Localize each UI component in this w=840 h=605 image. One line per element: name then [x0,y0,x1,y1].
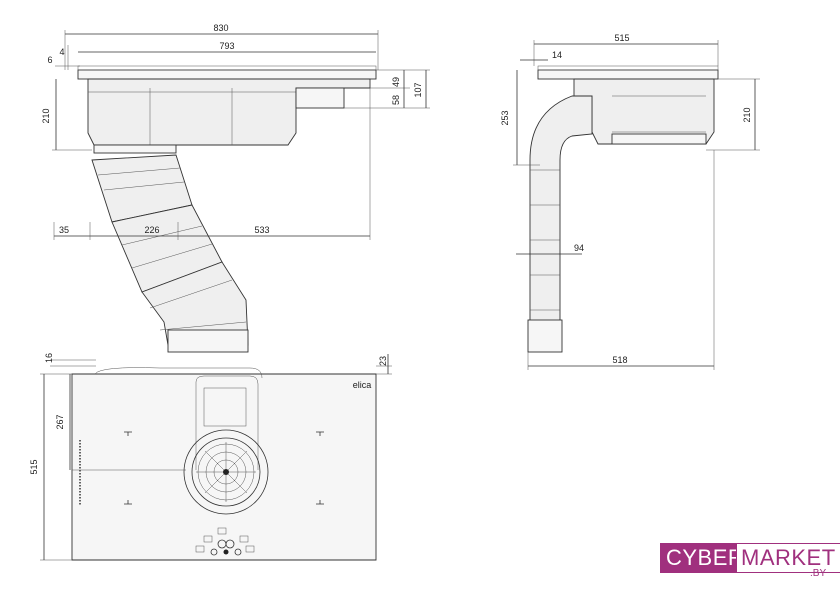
end-glass-top [537,69,719,80]
top-view: elica 16 23 267 515 [29,353,392,561]
dim-23: 23 [378,356,388,366]
watermark-cyber: CYBER [660,543,751,573]
side-outlet-flange [93,144,177,154]
brand-mark: elica [353,380,372,390]
dim-end-515: 515 [614,33,629,43]
dim-107: 107 [413,82,423,97]
dim-253: 253 [500,110,510,125]
side-view: 830 793 6 4 210 49 58 107 35 226 533 [41,23,430,353]
dim-830: 830 [213,23,228,33]
dim-14: 14 [552,50,562,60]
dim-58: 58 [391,95,401,105]
side-glass-top [77,69,377,80]
dim-94: 94 [574,243,584,253]
dim-793: 793 [219,41,234,51]
dim-49: 49 [391,77,401,87]
top-hob-outline [71,373,377,561]
dim-end-210: 210 [742,107,752,122]
zone-mark-3 [124,500,132,505]
zone-mark-2 [316,431,324,436]
dim-side-210: 210 [41,108,51,123]
dim-518: 518 [612,355,627,365]
watermark-suffix: .BY [810,568,827,579]
dim-226: 226 [144,225,159,235]
zone-mark-1 [124,431,132,436]
top-fan-ring [183,429,269,515]
zone-mark-4 [316,500,324,505]
dim-6: 6 [47,55,52,65]
dim-35: 35 [59,225,69,235]
control-panel [195,527,255,556]
side-duct-outlet [167,329,249,353]
dim-533: 533 [254,225,269,235]
dim-4: 4 [59,47,64,57]
control-btn [217,527,227,535]
side-glass-edge [77,65,377,71]
cybermarket-watermark: CYBER MARKET .BY [660,543,840,579]
dim-267: 267 [55,414,65,429]
end-duct [529,95,593,351]
top-filter-window [203,387,247,427]
dim-16: 16 [44,353,54,363]
end-view: 515 14 253 210 94 518 [500,33,760,370]
side-motor-box [295,87,345,109]
watermark-market: MARKET [736,543,840,573]
dim-top-515: 515 [29,459,39,474]
